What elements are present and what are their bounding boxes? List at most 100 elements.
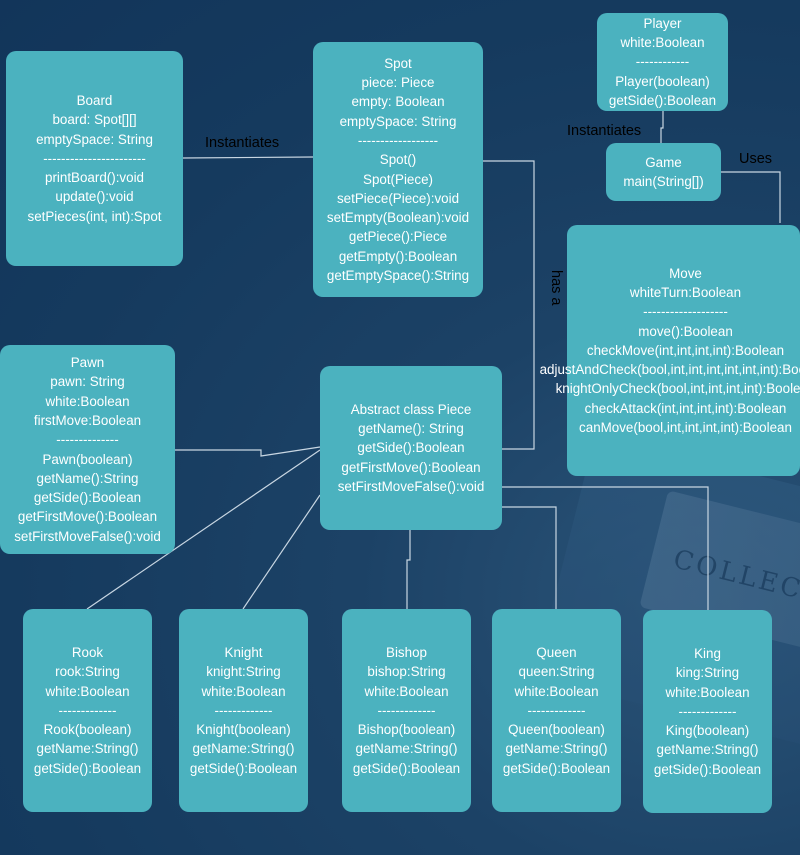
member-divider: ------------------ bbox=[357, 132, 439, 148]
class-member: Bishop(boolean) bbox=[357, 722, 456, 738]
class-name: Spot bbox=[384, 55, 412, 71]
class-member: getSide():Boolean bbox=[352, 760, 461, 776]
class-member: checkAttack(int,int,int,int):Boolean bbox=[584, 400, 787, 416]
class-member: queen:String bbox=[518, 664, 595, 680]
class-member: getFirstMove():Boolean bbox=[17, 509, 158, 525]
connector-bishop-piece bbox=[406, 530, 411, 609]
class-name: Game bbox=[645, 154, 682, 170]
class-member: canMove(bool,int,int,int,int):Boolean bbox=[579, 420, 792, 436]
connector-spot-piece bbox=[483, 160, 535, 450]
class-member: getPiece():Piece bbox=[348, 229, 448, 245]
connector-knight-piece bbox=[242, 494, 321, 610]
class-member: pawn: String bbox=[50, 374, 125, 390]
class-member: white:Boolean bbox=[45, 683, 130, 699]
class-member: getSide():Boolean bbox=[608, 92, 717, 108]
class-member: King(boolean) bbox=[665, 723, 750, 739]
class-name: King bbox=[694, 645, 721, 661]
class-member: knightOnlyCheck(bool,int,int,int,int):Bo… bbox=[555, 381, 800, 397]
connector-board-spot bbox=[182, 156, 314, 159]
connector-pawn-piece bbox=[175, 446, 321, 457]
member-divider: ------------- bbox=[214, 702, 273, 718]
class-member: Rook(boolean) bbox=[43, 722, 132, 738]
class-member: rook:String bbox=[55, 664, 120, 680]
class-member: Queen(boolean) bbox=[508, 722, 605, 738]
class-member: getName:String() bbox=[36, 741, 139, 757]
class-member: checkMove(int,int,int,int):Boolean bbox=[586, 342, 785, 358]
class-member: white:Boolean bbox=[620, 35, 705, 51]
member-divider: ------------- bbox=[58, 702, 117, 718]
class-member: board: Spot[][] bbox=[52, 112, 137, 128]
class-name: Abstract class Piece bbox=[350, 401, 472, 417]
class-bishop: Bishop bishop:String white:Boolean --------… bbox=[342, 609, 471, 812]
member-divider: -------------- bbox=[56, 432, 119, 448]
class-member: setFirstMoveFalse():void bbox=[14, 528, 161, 544]
class-member: Knight(boolean) bbox=[196, 722, 291, 738]
class-member: white:Boolean bbox=[665, 684, 750, 700]
member-divider: ------------- bbox=[377, 702, 436, 718]
class-member: main(String[]) bbox=[623, 174, 704, 189]
class-pawn: Pawn pawn: String white:Boolean firstMove:B… bbox=[0, 345, 175, 554]
class-member: empty: Boolean bbox=[351, 94, 445, 110]
class-king: King king:String white:Boolean ------------… bbox=[643, 610, 772, 813]
class-member: white:Boolean bbox=[201, 683, 286, 699]
class-member: getName():String bbox=[36, 470, 139, 486]
class-member: setFirstMoveFalse():void bbox=[337, 478, 485, 494]
relation-label-spot-piece: has a bbox=[548, 270, 564, 306]
class-member: move():Boolean bbox=[638, 323, 733, 339]
class-member: update():void bbox=[55, 189, 134, 205]
class-member: getName(): String bbox=[358, 421, 464, 437]
relation-label-game-move: Uses bbox=[739, 151, 773, 167]
class-member: getSide():Boolean bbox=[33, 490, 142, 506]
class-member: piece: Piece bbox=[361, 75, 435, 91]
class-member: getName:String() bbox=[505, 741, 608, 757]
relation-label-board-spot: Instantiates bbox=[205, 135, 280, 151]
class-member: Player(boolean) bbox=[615, 73, 710, 89]
class-member: getSide():Boolean bbox=[502, 760, 611, 776]
class-member: Spot(Piece) bbox=[363, 171, 433, 187]
member-divider: ------------- bbox=[678, 703, 737, 719]
class-name: Pawn bbox=[70, 355, 105, 371]
class-member: white:Boolean bbox=[514, 683, 599, 699]
connector-player-game bbox=[660, 111, 664, 143]
class-member: bishop:String bbox=[367, 664, 446, 680]
class-member: setEmpty(Boolean):void bbox=[326, 210, 470, 226]
class-member: getEmpty():Boolean bbox=[338, 248, 458, 264]
class-member: getSide():Boolean bbox=[653, 761, 762, 777]
class-member: knight:String bbox=[206, 664, 281, 680]
class-spot: Spot piece: Piece empty: Boolean emptySpace… bbox=[313, 42, 483, 297]
class-member: emptySpace: String bbox=[339, 113, 457, 129]
member-divider: ------------- bbox=[527, 702, 586, 718]
class-member: white:Boolean bbox=[45, 393, 130, 409]
class-name: Player bbox=[643, 15, 682, 31]
class-member: setPiece(Piece):void bbox=[336, 190, 460, 206]
class-member: getName:String() bbox=[656, 742, 759, 758]
class-knight: Knight knight:String white:Boolean --------… bbox=[179, 609, 308, 812]
connector-rook-piece bbox=[86, 449, 321, 610]
class-member: Spot() bbox=[379, 152, 417, 168]
class-member: printBoard():void bbox=[45, 170, 144, 186]
member-divider: ------------ bbox=[635, 54, 690, 70]
class-member: firstMove:Boolean bbox=[33, 412, 142, 428]
class-name: Knight bbox=[224, 644, 263, 660]
class-abstract-piece: Abstract class Piece getName(): String get… bbox=[320, 366, 502, 530]
relation-label-player-game: Instantiates bbox=[567, 123, 642, 139]
class-game: Game main(String[]) bbox=[606, 143, 721, 201]
class-member: getFirstMove():Boolean bbox=[341, 459, 481, 475]
connector-game-move bbox=[721, 171, 781, 223]
class-member: whiteTurn:Boolean bbox=[629, 284, 742, 300]
class-name: Bishop bbox=[386, 644, 427, 660]
class-name: Queen bbox=[536, 644, 577, 660]
connector-queen-piece bbox=[502, 506, 557, 609]
class-member: white:Boolean bbox=[364, 683, 449, 699]
class-member: king:String bbox=[675, 665, 740, 681]
connector-king-piece bbox=[502, 486, 709, 610]
class-member: Pawn(boolean) bbox=[42, 451, 133, 467]
class-member: getSide():Boolean bbox=[33, 760, 142, 776]
class-member: getSide():Boolean bbox=[189, 760, 298, 776]
class-name: Board bbox=[76, 92, 113, 108]
class-name: Move bbox=[669, 265, 702, 281]
